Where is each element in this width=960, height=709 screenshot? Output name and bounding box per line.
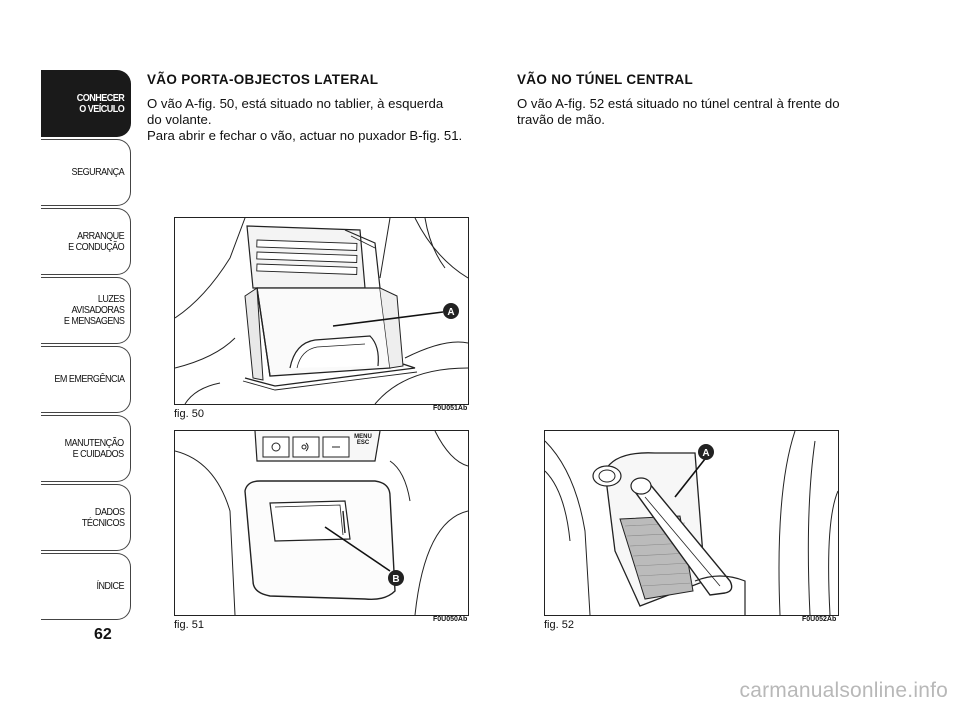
figure-51-code: F0U050Ab — [433, 616, 468, 623]
tab-label: SEGURANÇA — [71, 166, 124, 178]
figure-50-label: fig. 50 — [174, 408, 204, 420]
tab-label: EM EMERGÊNCIA — [53, 373, 125, 385]
esc-label: ESC — [357, 440, 370, 446]
tab-luzes-avisadoras[interactable]: LUZES AVISADORAS E MENSAGENS — [41, 277, 131, 344]
figure-51-illustration: MENU ESC B — [175, 431, 468, 615]
body-line: O vão A-fig. 52 está situado no túnel ce… — [517, 96, 840, 111]
tab-em-emergencia[interactable]: EM EMERGÊNCIA — [41, 346, 131, 413]
tab-label: DADOS TÉCNICOS — [81, 505, 124, 529]
right-section-body: O vão A-fig. 52 está situado no túnel ce… — [517, 96, 840, 128]
body-line: Para abrir e fechar o vão, actuar no pux… — [147, 128, 463, 143]
tab-dados-tecnicos[interactable]: DADOS TÉCNICOS — [41, 484, 131, 551]
left-section-title: VÃO PORTA-OBJECTOS LATERAL — [147, 72, 379, 87]
marker-a-fig50: A — [447, 307, 454, 318]
figure-51-glovebox-closed: MENU ESC B — [174, 430, 469, 616]
body-line: travão de mão. — [517, 112, 605, 127]
right-section-title: VÃO NO TÚNEL CENTRAL — [517, 72, 694, 87]
body-line: O vão A-fig. 50, está situado no tablier… — [147, 96, 444, 111]
left-section-body: O vão A-fig. 50, está situado no tablier… — [147, 96, 462, 144]
tab-label: ARRANQUE E CONDUÇÃO — [67, 229, 125, 253]
tab-indice[interactable]: ÍNDICE — [41, 553, 131, 620]
tab-conhecer-o-veiculo[interactable]: CONHECER O VEÍCULO — [41, 70, 131, 137]
tab-label: MANUTENÇÃO E CUIDADOS — [64, 436, 125, 460]
tab-label: CONHECER O VEÍCULO — [76, 91, 124, 115]
tab-manutencao-e-cuidados[interactable]: MANUTENÇÃO E CUIDADOS — [41, 415, 131, 482]
figure-52-label: fig. 52 — [544, 619, 574, 631]
tab-seguranca[interactable]: SEGURANÇA — [41, 139, 131, 206]
watermark: carmanualsonline.info — [739, 679, 948, 702]
figure-52-code: F0U052Ab — [802, 616, 837, 623]
figure-52-illustration: A — [545, 431, 838, 615]
figure-51-label: fig. 51 — [174, 619, 204, 631]
figure-52-central-tunnel: A — [544, 430, 839, 616]
figure-50-code: F0U051Ab — [433, 405, 468, 412]
figure-50-illustration: A — [175, 218, 468, 404]
marker-a-fig52: A — [702, 448, 709, 459]
body-line: do volante. — [147, 112, 212, 127]
tab-label: LUZES AVISADORAS E MENSAGENS — [63, 293, 124, 327]
marker-b-fig51: B — [392, 574, 399, 585]
tab-arranque-e-conducao[interactable]: ARRANQUE E CONDUÇÃO — [41, 208, 131, 275]
menu-label: MENU — [354, 434, 372, 440]
figure-50-glovebox-open: A — [174, 217, 469, 405]
page-number: 62 — [94, 626, 112, 643]
tab-label: ÍNDICE — [96, 580, 124, 592]
